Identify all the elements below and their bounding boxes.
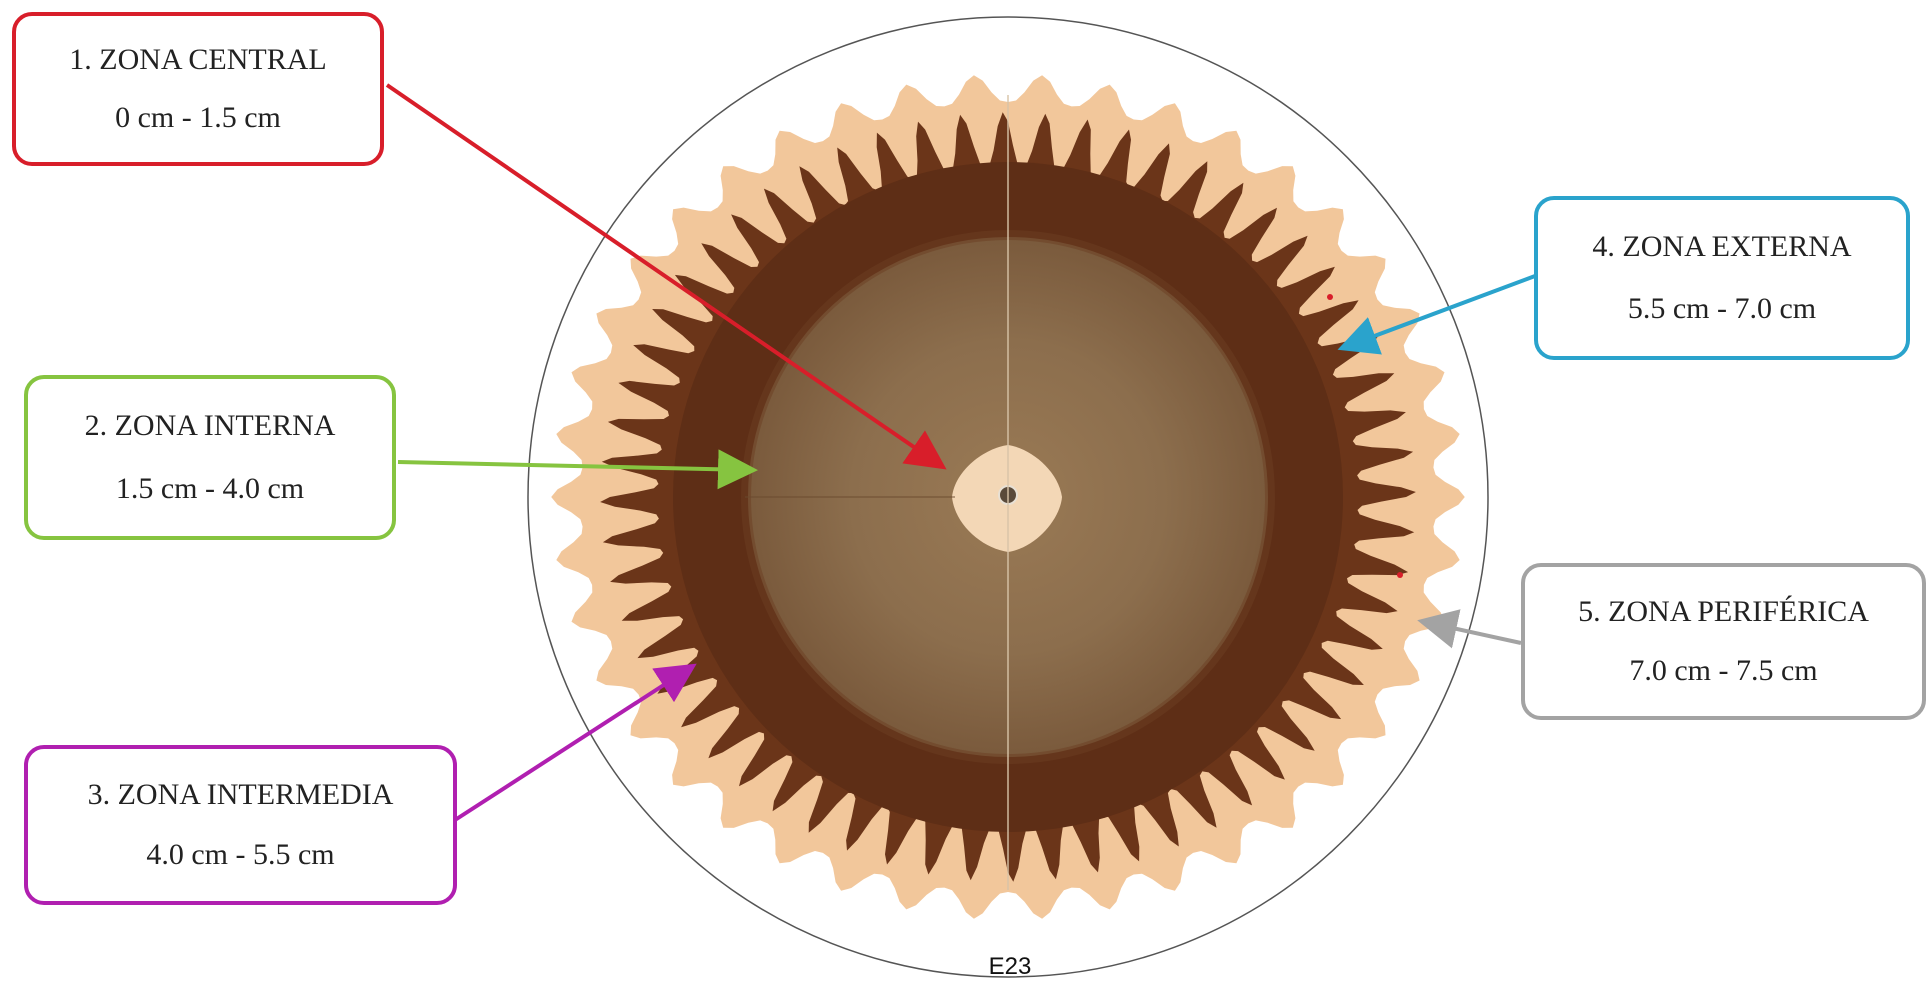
arrow-intermedia (455, 668, 690, 820)
zone-externa-title: 4. ZONA EXTERNA (1592, 232, 1851, 262)
red-dot (1397, 572, 1403, 578)
zone-intermedia-title: 3. ZONA INTERMEDIA (88, 780, 394, 810)
zone-periferica-box: 5. ZONA PERIFÉRICA 7.0 cm - 7.5 cm (1521, 563, 1926, 720)
zone-central-box: 1. ZONA CENTRAL 0 cm - 1.5 cm (12, 12, 384, 166)
zone-central-title: 1. ZONA CENTRAL (69, 45, 327, 75)
zone-interna-title: 2. ZONA INTERNA (85, 411, 336, 441)
zone-intermedia-range: 4.0 cm - 5.5 cm (146, 840, 334, 870)
zone-central-range: 0 cm - 1.5 cm (115, 103, 281, 133)
zone-interna-box: 2. ZONA INTERNA 1.5 cm - 4.0 cm (24, 375, 396, 540)
red-dot (1327, 294, 1333, 300)
sample-label: E23 (960, 953, 1060, 981)
zone-interna-range: 1.5 cm - 4.0 cm (116, 474, 304, 504)
zone-periferica-range: 7.0 cm - 7.5 cm (1629, 656, 1817, 686)
zone-externa-range: 5.5 cm - 7.0 cm (1628, 294, 1816, 324)
zone-periferica-title: 5. ZONA PERIFÉRICA (1578, 597, 1869, 627)
zone-externa-box: 4. ZONA EXTERNA 5.5 cm - 7.0 cm (1534, 196, 1910, 360)
arrow-periferica (1425, 622, 1521, 643)
zone-intermedia-box: 3. ZONA INTERMEDIA 4.0 cm - 5.5 cm (24, 745, 457, 905)
